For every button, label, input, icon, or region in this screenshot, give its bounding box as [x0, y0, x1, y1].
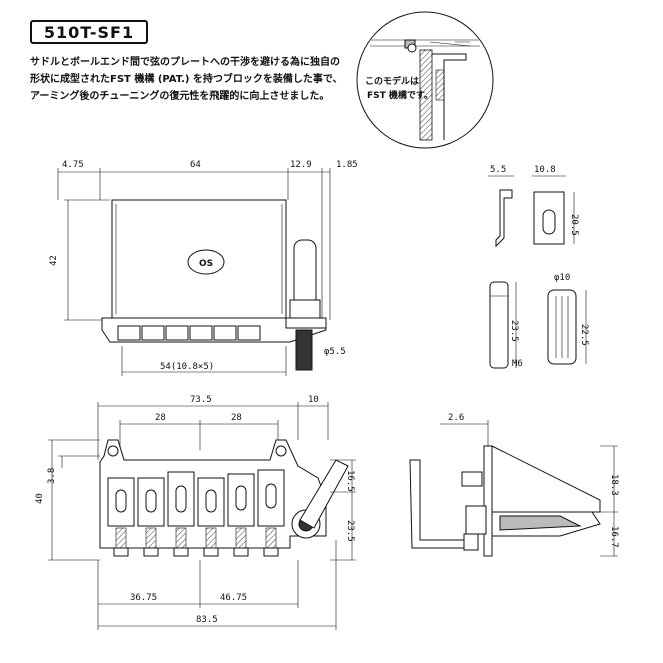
arm-socket — [293, 239, 317, 307]
small-parts: 5.5 10.8 20.5 23.5 M6 φ10 22.5 — [488, 165, 589, 369]
dim-bottom-left: 36.75 — [130, 593, 157, 603]
dim-bushing-dia: φ10 — [554, 273, 570, 283]
badge-text: OS — [199, 259, 213, 269]
dim-side-top: 2.6 — [448, 413, 464, 423]
dim-screw-h: 23.5 — [509, 320, 519, 342]
dim-side-lower: 16.7 — [609, 526, 619, 548]
stud — [295, 329, 313, 371]
description-line-2: 形状に成型されたFST 機構 (PAT.) を持つブロックを装備した事で、 — [30, 74, 343, 85]
top-view: 73.5 10 28 28 40 3.8 — [35, 395, 356, 630]
dim-top-28-left: 28 — [155, 413, 166, 423]
dim-side-upper: 18.3 — [609, 474, 619, 496]
dim-top-right: 10 — [308, 395, 319, 405]
plate-side — [491, 445, 601, 513]
dim-front-top-mid: 64 — [190, 160, 201, 170]
dim-front-bottom: 54(10.8×5) — [160, 362, 214, 372]
front-view: 4.75 64 12.9 1.85 42 OS φ5.5 — [49, 160, 358, 376]
dim-bottom-overall: 83.5 — [196, 615, 218, 625]
model-title: 510T-SF1 — [43, 22, 135, 42]
dim-top-height: 40 — [35, 493, 45, 504]
inset-label-2: FST 機構です。 — [367, 89, 433, 101]
dim-top-overall: 73.5 — [190, 395, 212, 405]
description: サドルとボールエンド間で弦のプレートへの干渉を避ける為に独自の 形状に成型された… — [30, 54, 360, 105]
trem-block-side — [409, 459, 469, 549]
dim-stud-dia: φ5.5 — [324, 347, 346, 357]
springs — [113, 527, 279, 557]
string-hook — [495, 189, 513, 248]
dim-top-left-small: 3.8 — [47, 468, 57, 484]
inset-label-1: このモデルは — [365, 75, 419, 87]
model-title-box: 510T-SF1 — [30, 20, 148, 44]
dim-top-28-right: 28 — [231, 413, 242, 423]
dim-front-top-r1: 12.9 — [290, 160, 312, 170]
fst-inset: このモデルは FST 機構です。 — [356, 11, 494, 149]
dim-saddle-w: 10.8 — [534, 165, 556, 175]
dim-hook-w: 5.5 — [490, 165, 506, 175]
description-line-3: アーミング後のチューニングの復元性を飛躍的に向上させました。 — [30, 91, 330, 102]
dim-top-right-lower: 23.5 — [345, 520, 355, 542]
height-screw — [489, 281, 509, 369]
dim-top-right-upper: 16.5 — [345, 470, 355, 492]
dim-saddle-h: 20.5 — [569, 214, 579, 236]
inset-circle — [356, 11, 494, 149]
dim-front-height: 42 — [49, 255, 59, 266]
saddle-row — [117, 325, 261, 341]
dim-front-top-r2: 1.85 — [336, 160, 358, 170]
dim-front-top-left: 4.75 — [62, 160, 84, 170]
os-badge — [187, 249, 225, 275]
tremolo-arm-stub — [299, 459, 349, 529]
dim-bottom-right: 46.75 — [220, 593, 247, 603]
dim-screw-thread: M6 — [512, 359, 523, 369]
saddles-top — [107, 469, 285, 527]
description-line-1: サドルとボールエンド間で弦のプレートへの干渉を避ける為に独自の — [30, 57, 340, 68]
dim-bushing-h: 22.5 — [579, 324, 589, 346]
side-view: 2.6 18.3 16.7 — [409, 413, 619, 557]
